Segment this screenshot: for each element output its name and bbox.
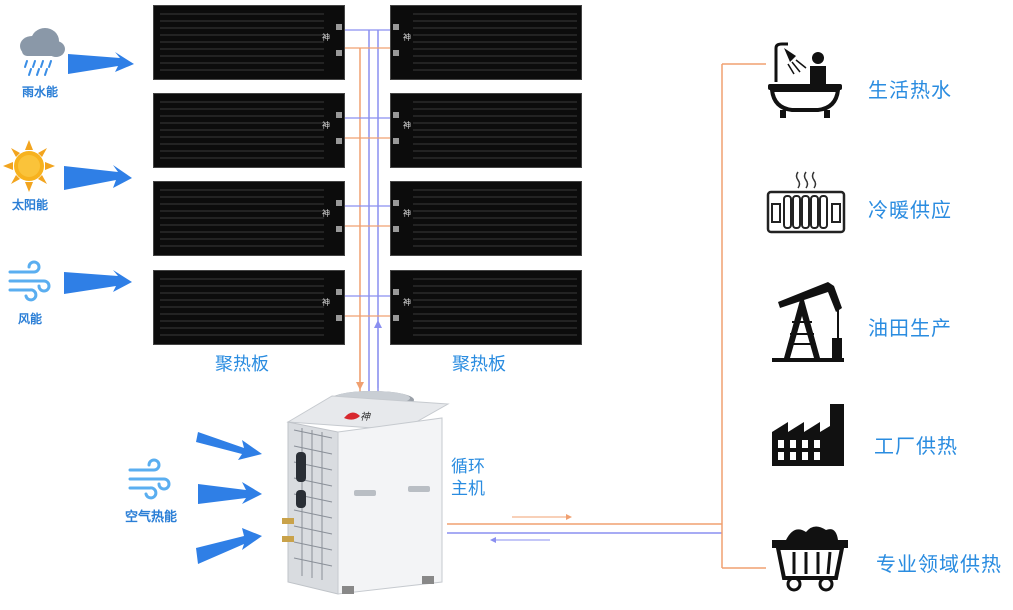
heat-collector-panel: 神: [153, 181, 345, 256]
application-label: 油田生产: [868, 316, 952, 340]
application-label: 生活热水: [868, 78, 952, 102]
main-unit-label-line2: 主机: [451, 479, 485, 499]
energy-source-rain: 雨水能: [10, 24, 70, 104]
energy-flow-arrows: [64, 52, 134, 294]
wind-icon: [8, 260, 51, 302]
rain-cloud-icon: [20, 28, 65, 76]
panel-brand-mark: 神: [322, 33, 330, 42]
main-unit: 神: [282, 386, 450, 596]
energy-source-sun: 太阳能: [0, 140, 60, 220]
heat-collector-panel: 神: [390, 181, 582, 256]
collector-label-right: 聚热板: [452, 354, 506, 375]
panel-brand-mark: 神: [403, 121, 411, 130]
heat-collector-panel: 神: [390, 93, 582, 168]
energy-source-label: 风能: [17, 312, 42, 326]
application-label: 工厂供热: [874, 434, 958, 458]
radiator-icon: [766, 171, 846, 234]
heat-collector-panel: 神: [153, 270, 345, 345]
main-unit-label: 循环 主机: [451, 456, 485, 500]
application-label: 冷暖供应: [868, 198, 952, 222]
panel-brand-mark: 神: [403, 209, 411, 218]
application-label: 专业领域供热: [876, 552, 1002, 576]
oil-pumpjack-icon: [772, 282, 844, 362]
energy-source-wind: 风能: [0, 260, 60, 332]
coal-cart-icon: [772, 526, 848, 592]
main-unit-label-line1: 循环: [451, 457, 485, 477]
energy-source-label: 雨水能: [21, 85, 58, 99]
panel-brand-mark: 神: [403, 298, 411, 307]
panel-brand-mark: 神: [322, 121, 330, 130]
sun-icon: [3, 140, 55, 192]
wind-icon: [128, 458, 171, 500]
panel-brand-mark: 神: [322, 298, 330, 307]
panel-brand-mark: 神: [322, 209, 330, 218]
heat-pump-unit-icon: [282, 391, 450, 595]
air-energy-label: 空气热能: [124, 510, 177, 525]
heat-collector-panel: 神: [153, 5, 345, 80]
heat-collector-panel: 神: [390, 5, 582, 80]
energy-source-label: 太阳能: [11, 198, 48, 212]
heat-collector-panel: 神: [153, 93, 345, 168]
factory-icon: [772, 404, 844, 466]
bathtub-shower-icon: [768, 42, 842, 118]
air-flow-arrows: [196, 432, 262, 564]
heat-collector-panel: 神: [390, 270, 582, 345]
air-energy-source: 空气热能: [116, 458, 186, 530]
panel-brand-mark: 神: [403, 33, 411, 42]
collector-label-left: 聚热板: [215, 354, 269, 375]
unit-brand-mark: 神: [360, 412, 370, 423]
